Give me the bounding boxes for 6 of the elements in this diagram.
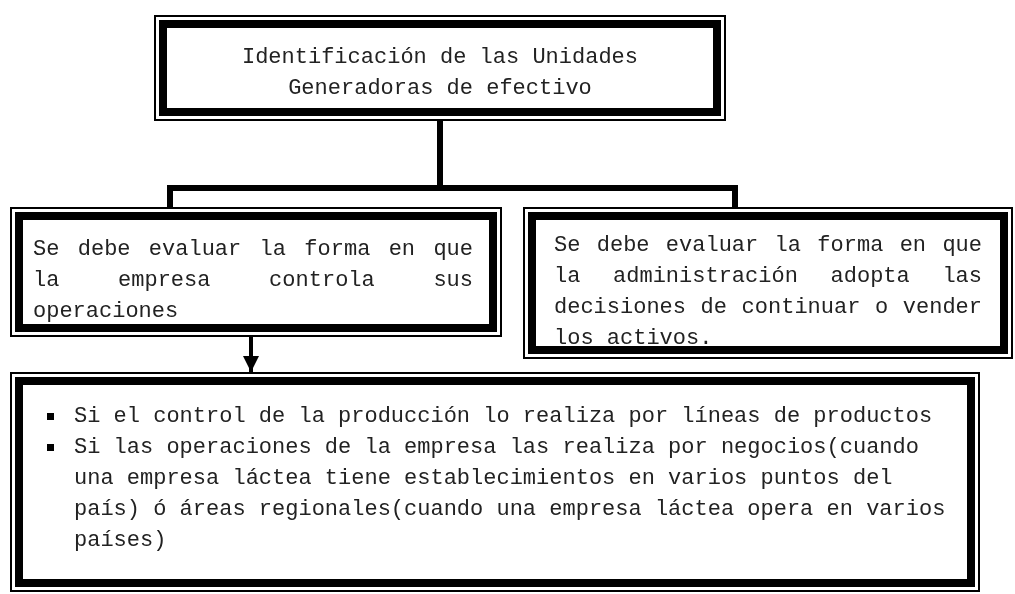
arrow <box>243 337 259 372</box>
box-text: Se debe evaluar la forma en que la administración adopta las decisiones de continuar o vender los activos. <box>554 232 982 353</box>
box-text: Se debe evaluar la forma en que la empresa controla sus operaciones <box>33 236 473 326</box>
bullet-text: Si el control de la producción lo realiza por líneas de productos <box>74 403 933 431</box>
box-text: Identificación de las Unidades Generadoras de efectivo <box>240 44 640 103</box>
bullet-text: Si las operaciones de la empresa las realiza por negocios(cuando una empresa láctea tiene establecimientos en varios puntos del país) ó áreas regionales(cuando una empresa láctea opera en varios países) <box>74 434 947 555</box>
